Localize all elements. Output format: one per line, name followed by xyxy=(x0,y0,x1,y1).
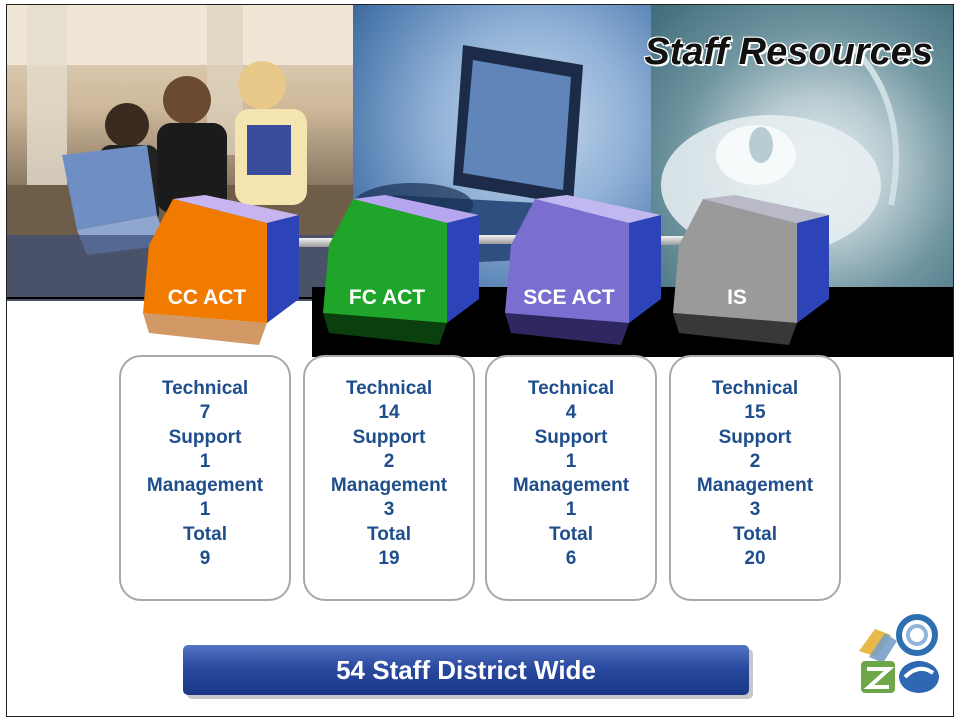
cube-label: FC ACT xyxy=(348,286,426,309)
technical-count: 14 xyxy=(378,402,400,424)
support-count: 2 xyxy=(383,450,395,472)
cube-label: CC ACT xyxy=(167,286,247,309)
support-label: Support xyxy=(718,426,792,448)
cube-sce-act: SCE ACT xyxy=(501,195,666,345)
support-count: 2 xyxy=(749,450,761,472)
page-title: Staff Resources xyxy=(644,31,933,73)
total-label: Total xyxy=(367,523,411,545)
total-label: Total xyxy=(549,523,593,545)
total-staff-banner: 54 Staff District Wide xyxy=(183,645,749,695)
resource-box-sce-act: Technical 4 Support 1 Management 1 Total… xyxy=(485,355,657,601)
technical-label: Technical xyxy=(161,378,249,399)
management-count: 1 xyxy=(199,499,211,521)
support-count: 1 xyxy=(565,450,577,472)
support-label: Support xyxy=(534,426,608,448)
cube-label: IS xyxy=(727,286,747,309)
total-count: 9 xyxy=(199,548,211,570)
cube-fc-act: FC ACT xyxy=(319,195,484,345)
management-count: 3 xyxy=(383,499,395,521)
total-label: Total xyxy=(183,523,227,545)
total-count: 6 xyxy=(565,548,577,570)
resource-box-fc-act: Technical 14 Support 2 Management 3 Tota… xyxy=(303,355,475,601)
technical-label: Technical xyxy=(527,378,615,399)
management-count: 3 xyxy=(749,499,761,521)
total-count: 20 xyxy=(744,548,766,570)
technical-label: Technical xyxy=(711,378,799,399)
total-label: Total xyxy=(733,523,777,545)
management-label: Management xyxy=(146,475,264,497)
district-logo xyxy=(855,611,941,697)
resource-box-is: Technical 15 Support 2 Management 3 Tota… xyxy=(669,355,841,601)
technical-label: Technical xyxy=(345,378,433,399)
technical-count: 15 xyxy=(744,402,766,424)
total-count: 19 xyxy=(378,548,400,570)
slide: Staff Resources CC ACT FC ACT xyxy=(6,4,954,717)
technical-count: 4 xyxy=(565,402,577,424)
management-count: 1 xyxy=(565,499,577,521)
management-label: Management xyxy=(330,475,448,497)
technical-count: 7 xyxy=(199,402,211,424)
support-label: Support xyxy=(168,426,242,448)
support-label: Support xyxy=(352,426,426,448)
support-count: 1 xyxy=(199,450,211,472)
cube-label: SCE ACT xyxy=(523,286,615,309)
cube-is: IS xyxy=(669,195,834,345)
connector-bar xyxy=(427,235,537,244)
management-label: Management xyxy=(512,475,630,497)
resource-box-cc-act: Technical 7 Support 1 Management 1 Total… xyxy=(119,355,291,601)
management-label: Management xyxy=(696,475,814,497)
cube-cc-act: CC ACT xyxy=(139,195,304,345)
